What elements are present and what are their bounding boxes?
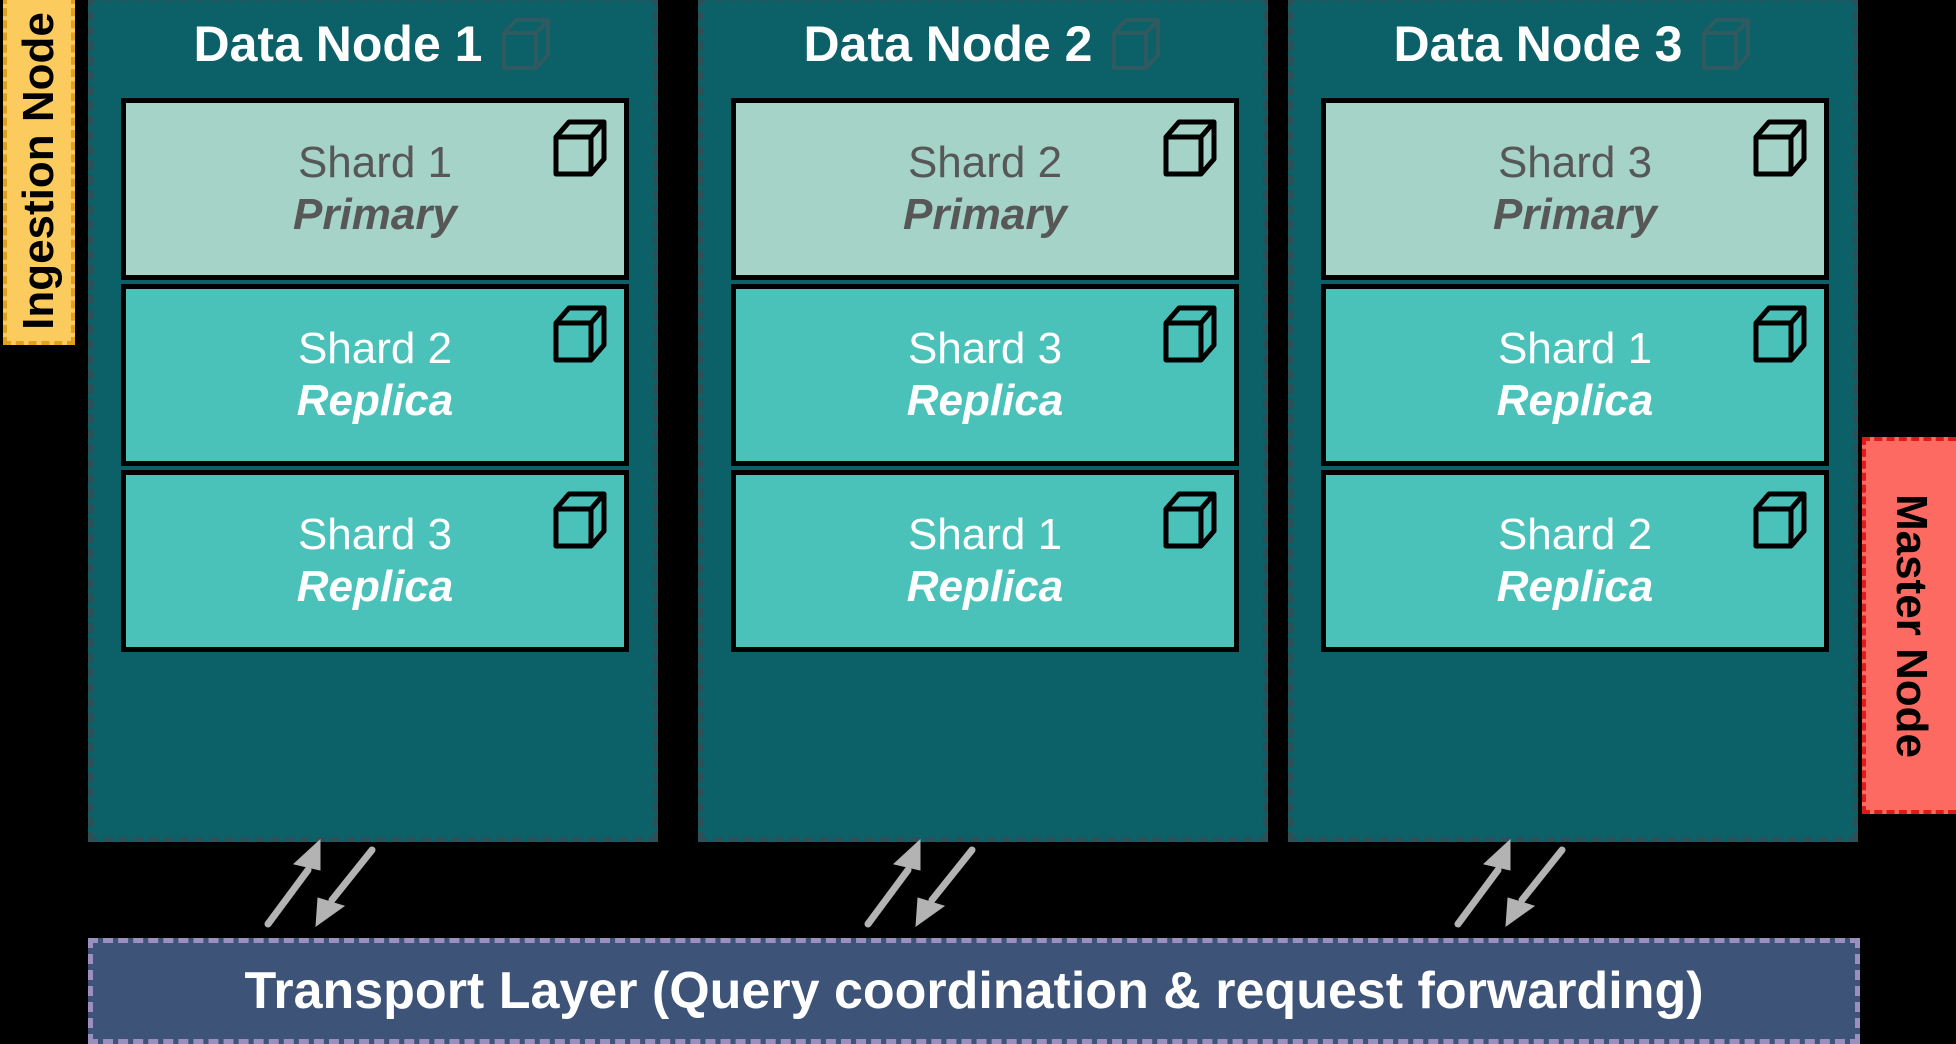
shard-name: Shard 2 [1497, 510, 1653, 560]
shard-box[interactable]: Shard 3 Replica [731, 284, 1239, 466]
ingestion-node-text: Ingestion Node [14, 11, 63, 330]
data-node-panel-1[interactable]: Data Node 1 Shard 1 Primary Sh [88, 0, 658, 842]
shard-box[interactable]: Shard 1 Replica [731, 470, 1239, 652]
shard-name: Shard 3 [907, 324, 1063, 374]
shard-name: Shard 1 [1497, 324, 1653, 374]
cube-icon [1752, 303, 1808, 365]
transport-layer-label: Transport Layer (Query coordination & re… [244, 962, 1704, 1020]
shard-box[interactable]: Shard 2 Replica [1321, 470, 1829, 652]
shard-name: Shard 2 [297, 324, 453, 374]
data-node-panel-2[interactable]: Data Node 2 Shard 2 Primary Sh [698, 0, 1268, 842]
shard-name: Shard 1 [907, 510, 1063, 560]
cube-icon [1162, 303, 1218, 365]
cube-icon [552, 117, 608, 179]
shard-box[interactable]: Shard 1 Replica [1321, 284, 1829, 466]
connector-data-node-3 [1448, 836, 1578, 932]
transport-layer-box[interactable]: Transport Layer (Query coordination & re… [88, 938, 1860, 1044]
shard-role: Replica [1496, 376, 1654, 425]
data-node-title-1: Data Node 1 [193, 16, 483, 72]
shard-role: Replica [906, 562, 1064, 611]
shard-role: Primary [903, 190, 1067, 239]
shard-role: Replica [906, 376, 1064, 425]
ingestion-node-label: Ingestion Node [3, 0, 75, 345]
shard-role: Replica [1496, 562, 1654, 611]
data-node-header-1: Data Node 1 [93, 13, 653, 75]
cube-icon [552, 303, 608, 365]
master-node-text: Master Node [1887, 493, 1937, 758]
connector-data-node-2 [858, 836, 988, 932]
data-node-header-2: Data Node 2 [703, 13, 1263, 75]
cube-icon [500, 15, 552, 73]
shard-name: Shard 3 [297, 510, 453, 560]
cube-icon [1110, 15, 1162, 73]
connector-data-node-1 [258, 836, 388, 932]
shard-role: Primary [1493, 190, 1657, 239]
shard-box[interactable]: Shard 2 Primary [731, 98, 1239, 280]
shard-name: Shard 1 [297, 138, 453, 188]
data-node-header-3: Data Node 3 [1293, 13, 1853, 75]
shard-name: Shard 2 [907, 138, 1063, 188]
shard-box[interactable]: Shard 2 Replica [121, 284, 629, 466]
data-node-title-2: Data Node 2 [803, 16, 1093, 72]
shard-role: Replica [296, 376, 454, 425]
shard-name: Shard 3 [1497, 138, 1653, 188]
cube-icon [1162, 489, 1218, 551]
shard-role: Primary [293, 190, 457, 239]
cube-icon [1752, 489, 1808, 551]
cube-icon [1752, 117, 1808, 179]
cube-icon [552, 489, 608, 551]
cube-icon [1162, 117, 1218, 179]
data-node-title-3: Data Node 3 [1393, 16, 1683, 72]
cube-icon [1700, 15, 1752, 73]
master-node-label: Master Node [1862, 437, 1956, 814]
shard-role: Replica [296, 562, 454, 611]
shard-box[interactable]: Shard 3 Primary [1321, 98, 1829, 280]
shard-box[interactable]: Shard 3 Replica [121, 470, 629, 652]
data-node-panel-3[interactable]: Data Node 3 Shard 3 Primary Sh [1288, 0, 1858, 842]
shard-box[interactable]: Shard 1 Primary [121, 98, 629, 280]
